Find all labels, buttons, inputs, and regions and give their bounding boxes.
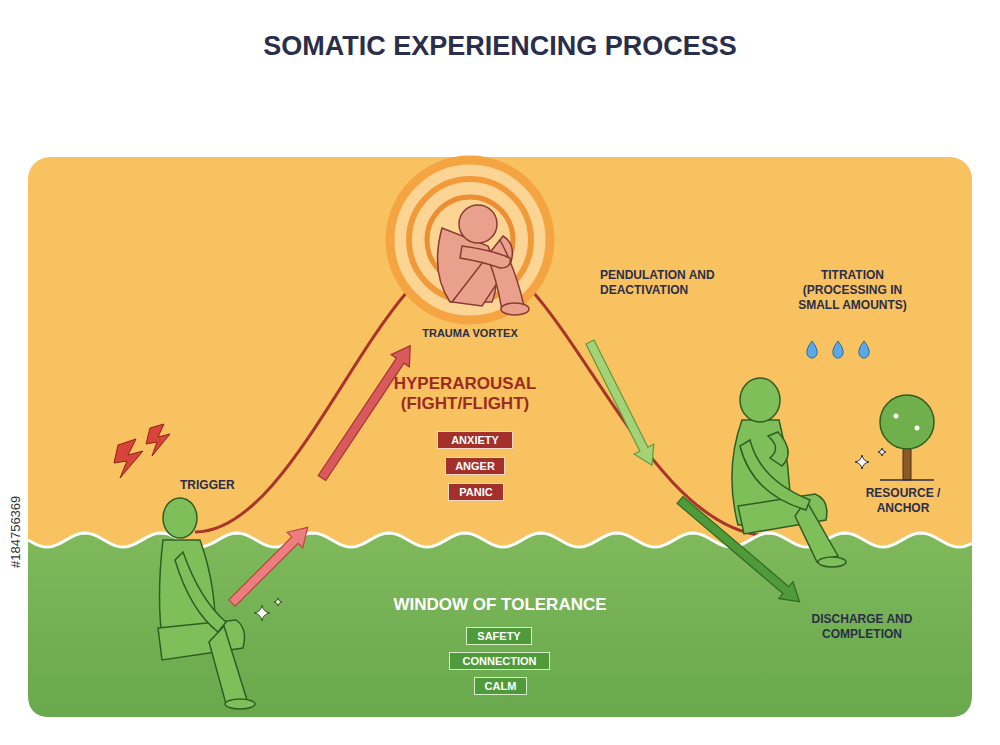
water-drop — [833, 341, 843, 358]
person-head — [740, 378, 780, 422]
node-text: ANGER — [455, 459, 495, 473]
node-text: SAFETY — [477, 629, 520, 643]
person-head — [163, 498, 197, 538]
diagram-title: SOMATIC EXPERIENCING PROCESS — [0, 31, 1000, 62]
tree-fruit — [894, 414, 899, 419]
hyperarousal-zone — [28, 157, 972, 717]
node-text: CALM — [485, 679, 517, 693]
phase-heading: HYPERAROUSAL (FIGHT/FLIGHT) — [375, 374, 555, 414]
person-arm-knee — [740, 440, 810, 510]
water-drop — [807, 341, 817, 358]
trauma-vortex: TRAUMA VORTEX — [385, 150, 555, 345]
vortex-ring — [390, 160, 550, 320]
symptom-tag: ANGER — [445, 457, 505, 475]
band-fill — [28, 533, 972, 717]
symptom-tag: PANIC — [448, 483, 504, 501]
falling-arrow — [580, 337, 662, 470]
ground-line — [880, 479, 934, 481]
tree-fruit — [915, 426, 920, 431]
sparkle — [855, 455, 869, 469]
symptom-tag: ANXIETY — [437, 431, 513, 449]
water-drop — [859, 341, 869, 358]
phase-label: PENDULATION AND DEACTIVATION — [600, 268, 730, 298]
node-text: TRAUMA VORTEX — [385, 327, 555, 339]
anchor-label: RESOURCE / ANCHOR — [858, 486, 948, 516]
trigger-label: TRIGGER — [180, 478, 260, 493]
vortex-rings — [385, 150, 555, 345]
person-arm-chest — [768, 432, 788, 466]
sparkle — [878, 448, 886, 456]
node-text: PANIC — [459, 485, 492, 499]
falling-arrow-shape — [580, 337, 662, 470]
state-tag: CALM — [474, 677, 527, 695]
outcome-label: DISCHARGE AND COMPLETION — [797, 612, 927, 642]
node-text: ANXIETY — [451, 433, 499, 447]
state-tag: CONNECTION — [449, 652, 550, 670]
wave-line — [28, 533, 972, 547]
state-tag: SAFETY — [466, 627, 532, 645]
watermark-id: #184756369 — [8, 368, 24, 568]
vortex-ring — [409, 179, 531, 301]
tree-crown — [880, 395, 934, 449]
tree-trunk — [903, 438, 911, 480]
lightning-bolt — [146, 424, 170, 456]
vortex-ring — [427, 197, 513, 283]
person-torso — [732, 420, 790, 525]
node-text: CONNECTION — [463, 654, 537, 668]
person-thigh — [738, 494, 827, 534]
phase-label: TITRATION (PROCESSING IN SMALL AMOUNTS) — [790, 268, 915, 313]
lightning-bolt — [114, 439, 143, 478]
node-text: WINDOW OF TOLERANCE — [380, 595, 620, 615]
